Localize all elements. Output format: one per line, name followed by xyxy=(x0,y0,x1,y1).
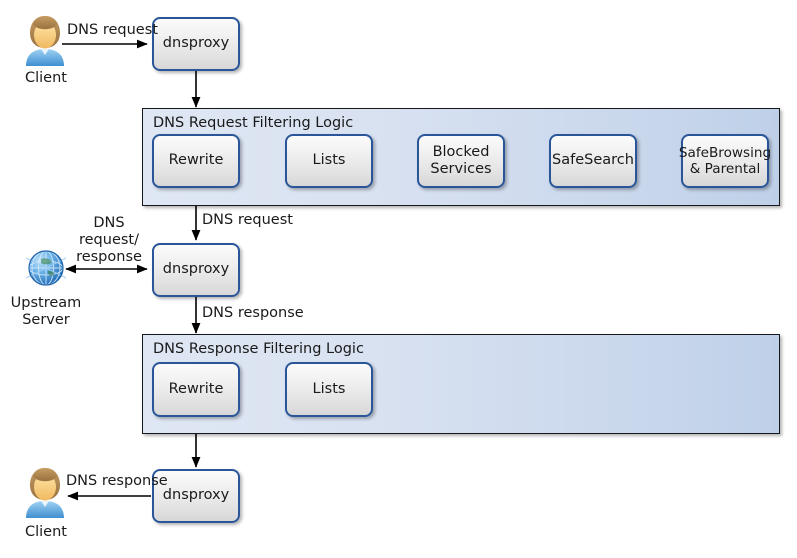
group-response-filtering-title: DNS Response Filtering Logic xyxy=(153,341,364,357)
edge-label-upstream-line2: request/ xyxy=(78,231,139,248)
actor-label-upstream-line1: Upstream xyxy=(10,295,82,311)
edge-label-upstream-line3: response xyxy=(76,248,142,265)
actor-label-client-bottom: Client xyxy=(25,524,67,540)
node-dnsproxy-top[interactable]: dnsproxy xyxy=(152,17,240,71)
actor-label-upstream-line2: Server xyxy=(22,311,70,328)
user-icon xyxy=(22,466,68,518)
stage-resp-lists[interactable]: Lists xyxy=(285,362,373,417)
group-response-filtering: DNS Response Filtering Logic xyxy=(142,334,780,434)
stage-req-safebrowsing-parental-label-1: SafeBrowsing xyxy=(678,144,772,161)
node-dnsproxy-middle[interactable]: dnsproxy xyxy=(152,243,240,297)
edge-label-dnsproxy-to-client: DNS response xyxy=(66,473,168,489)
edge-label-upstream-line1: DNS xyxy=(93,215,125,231)
stage-req-blocked-services-label-1: Blocked xyxy=(432,143,490,160)
stage-req-rewrite[interactable]: Rewrite xyxy=(152,134,240,188)
actor-label-client-top: Client xyxy=(25,70,67,86)
stage-req-rewrite-label: Rewrite xyxy=(168,152,224,169)
node-dnsproxy-top-label: dnsproxy xyxy=(162,35,230,52)
stage-req-blocked-services[interactable]: Blocked Services xyxy=(417,134,505,188)
user-icon xyxy=(22,14,68,66)
stage-resp-lists-label: Lists xyxy=(312,380,346,397)
globe-icon xyxy=(22,244,70,292)
stage-req-safesearch[interactable]: SafeSearch xyxy=(549,134,637,188)
stage-resp-rewrite[interactable]: Rewrite xyxy=(152,362,240,417)
stage-req-lists-label: Lists xyxy=(312,152,346,169)
stage-req-blocked-services-label-2: Services xyxy=(430,161,492,177)
stage-req-safesearch-label: SafeSearch xyxy=(552,152,634,169)
stage-req-safebrowsing-parental[interactable]: SafeBrowsing & Parental xyxy=(679,134,771,188)
edge-label-dnsproxy-to-request-filtering: DNS request xyxy=(202,212,293,228)
node-dnsproxy-middle-label: dnsproxy xyxy=(162,261,230,278)
group-request-filtering-title: DNS Request Filtering Logic xyxy=(153,115,354,131)
stage-req-safebrowsing-parental-label-2: & Parental xyxy=(689,161,761,177)
stage-resp-rewrite-label: Rewrite xyxy=(168,380,224,397)
actor-label-upstream-server: Upstream Server xyxy=(6,295,86,329)
edge-label-dnsproxy-to-response-filtering: DNS response xyxy=(202,305,304,321)
stage-req-lists[interactable]: Lists xyxy=(285,134,373,188)
edge-label-upstream-exchange: DNS request/ response xyxy=(70,215,148,265)
node-dnsproxy-bottom-label: dnsproxy xyxy=(162,487,230,504)
node-dnsproxy-bottom[interactable]: dnsproxy xyxy=(152,469,240,523)
edge-label-client-to-dnsproxy: DNS request xyxy=(67,22,158,38)
